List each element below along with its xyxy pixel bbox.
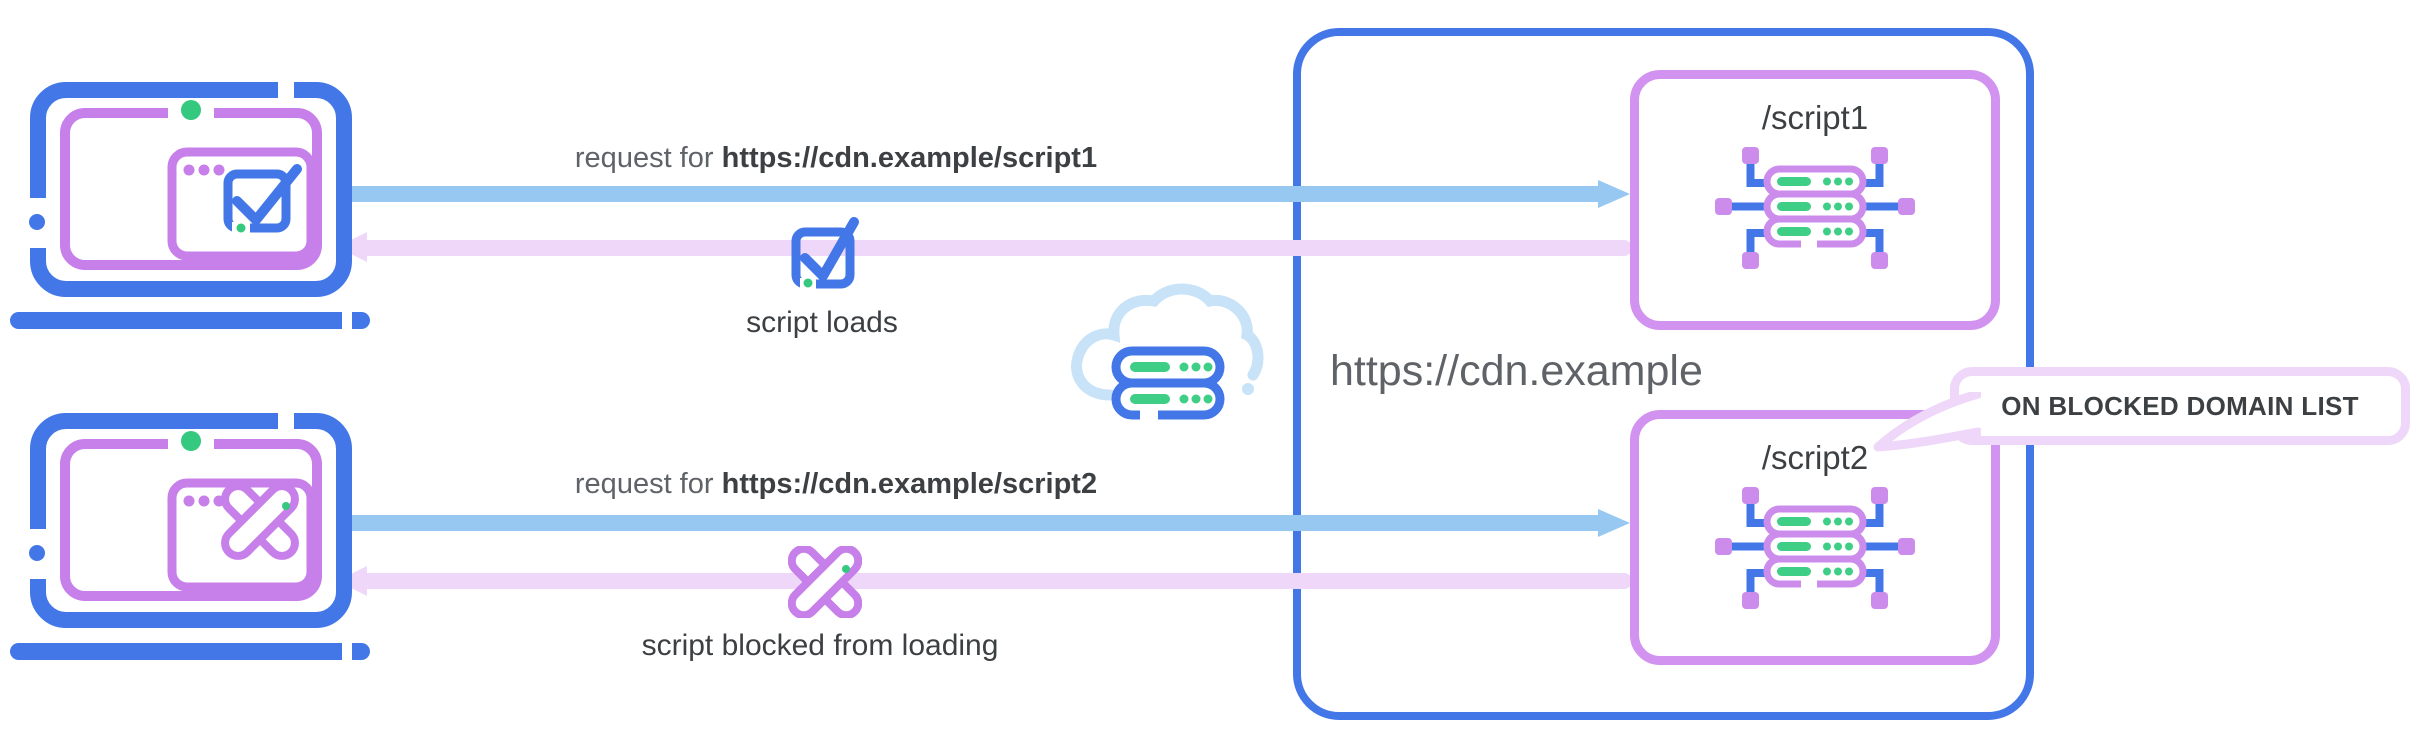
request2-label: request for https://cdn.example/script2 bbox=[575, 468, 1097, 501]
script-loads-caption: script loads bbox=[746, 306, 898, 339]
endpoint-script1-label: /script1 bbox=[1761, 99, 1869, 136]
check-icon bbox=[223, 164, 302, 234]
laptop-icon bbox=[10, 405, 370, 662]
server-network-icon bbox=[1715, 147, 1915, 269]
endpoint-script2-label: /script2 bbox=[1761, 439, 1869, 476]
endpoint-script1-card: /script1 bbox=[1630, 70, 2000, 330]
cloud-server-icon bbox=[1071, 283, 1264, 420]
request2-url: https://cdn.example/script2 bbox=[721, 468, 1098, 500]
callout-tail-icon bbox=[1873, 392, 1981, 452]
cross-icon bbox=[788, 546, 862, 618]
check-icon bbox=[791, 217, 859, 290]
arrowhead-right-icon bbox=[1598, 180, 1630, 208]
request-arrow-script2 bbox=[337, 515, 1598, 531]
request-arrow-script1 bbox=[337, 186, 1598, 202]
camera-dot-icon bbox=[181, 431, 201, 451]
request1-label: request for https://cdn.example/script1 bbox=[575, 142, 1097, 175]
cdn-domain-label: https://cdn.example bbox=[1330, 347, 1703, 395]
cross-icon bbox=[221, 482, 299, 560]
request2-prefix: request for bbox=[574, 468, 714, 500]
server-network-icon bbox=[1715, 487, 1915, 609]
arrowhead-right-icon bbox=[1598, 509, 1630, 537]
camera-dot-icon bbox=[181, 100, 201, 120]
request1-url: https://cdn.example/script1 bbox=[721, 142, 1098, 174]
blocked-domain-callout-text: ON BLOCKED DOMAIN LIST bbox=[2001, 390, 2359, 421]
response-arrow-script1 bbox=[360, 240, 1632, 256]
laptop-icon bbox=[10, 74, 370, 331]
response-arrow-script2 bbox=[360, 573, 1632, 589]
blocked-domain-callout: ON BLOCKED DOMAIN LIST bbox=[1950, 367, 2410, 445]
script-blocked-caption: script blocked from loading bbox=[641, 629, 999, 662]
request1-prefix: request for bbox=[574, 142, 714, 174]
endpoint-script2-card: /script2 bbox=[1630, 410, 2000, 665]
